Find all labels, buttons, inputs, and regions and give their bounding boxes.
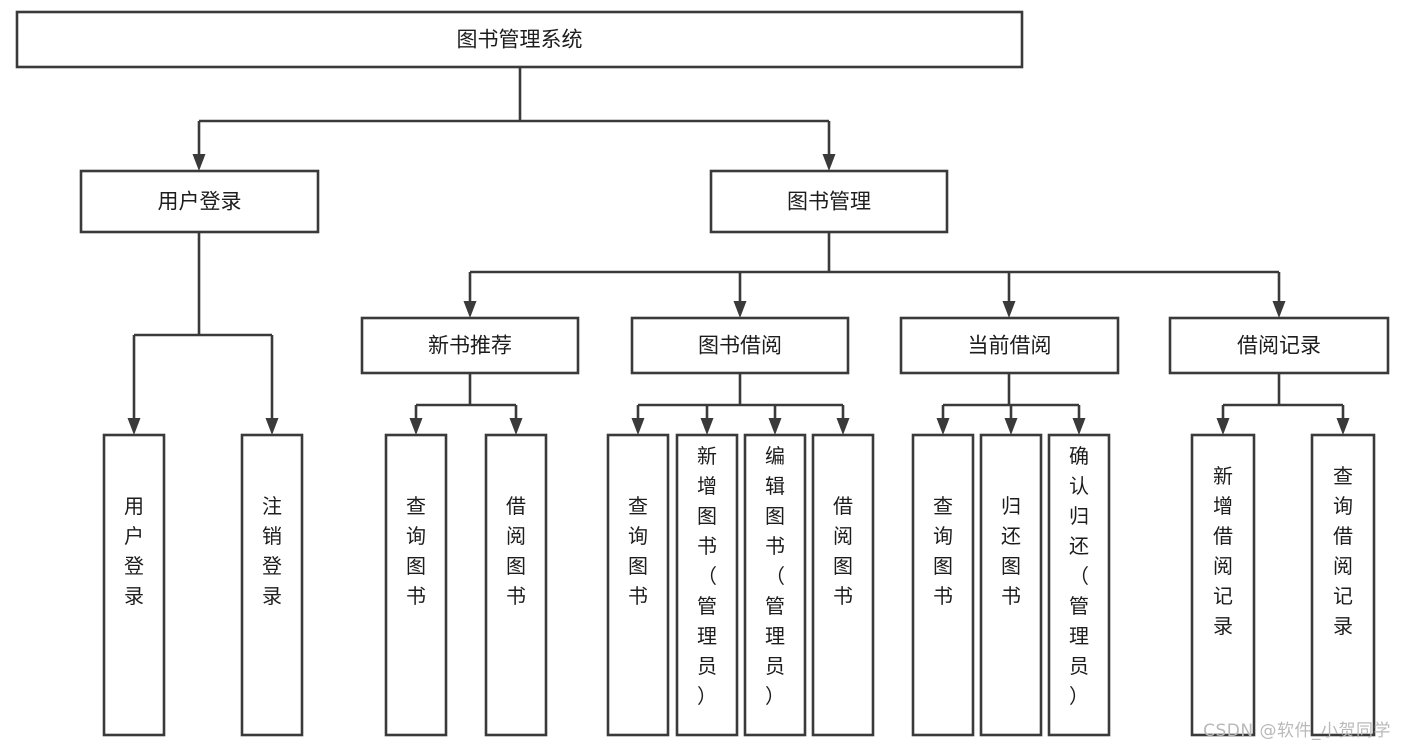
node-box[interactable] (1168, 316, 1390, 375)
level2-node-借阅记录[interactable]: 借阅记录 (1168, 316, 1390, 375)
node-label: 注销登录 (262, 494, 282, 608)
connector-arrowhead (127, 418, 141, 435)
connector-arrowhead (192, 154, 206, 171)
node-label: 借阅图书 (833, 494, 853, 608)
connector-arrowhead (509, 418, 523, 435)
leaf-node-查询图书[interactable]: 查询图书 (606, 433, 670, 737)
node-box[interactable] (979, 433, 1043, 737)
node-box[interactable] (709, 169, 949, 234)
connector-arrowhead (700, 418, 714, 435)
connector-arrowhead (936, 418, 950, 435)
connector-arrowhead (1002, 301, 1016, 318)
node-label: 用户登录 (124, 494, 144, 608)
connector-arrowhead (1272, 301, 1286, 318)
connector-current_to_leaves (936, 373, 1086, 435)
level2-node-新书推荐[interactable]: 新书推荐 (360, 316, 580, 375)
node-box[interactable] (911, 433, 975, 737)
node-box[interactable] (899, 316, 1120, 375)
node-label: 查询图书 (933, 494, 953, 608)
connector-newbook_to_leaves (409, 373, 523, 435)
connector-record_to_leaves (1216, 373, 1350, 435)
connector-user_login_to_leaves (127, 232, 279, 435)
node-box[interactable] (360, 316, 580, 375)
leaf-node-新增借阅记录[interactable]: 新增借阅记录 (1190, 433, 1256, 737)
leaf-node-借阅图书[interactable]: 借阅图书 (811, 433, 875, 737)
node-box[interactable] (79, 169, 320, 234)
leaf-node-确认归还管理员[interactable]: 确认归还（管理员） (1047, 433, 1111, 737)
node-label: 确认归还（管理员） (1069, 444, 1089, 708)
connector-arrowhead (409, 418, 423, 435)
node-label: 新书推荐 (428, 334, 512, 358)
node-box[interactable] (1190, 433, 1256, 737)
node-box[interactable] (1047, 433, 1111, 737)
node-box[interactable] (743, 433, 807, 737)
connector-arrowhead (1004, 418, 1018, 435)
node-box[interactable] (630, 316, 850, 375)
leaf-node-查询借阅记录[interactable]: 查询借阅记录 (1310, 433, 1376, 737)
leaf-node-查询图书[interactable]: 查询图书 (384, 433, 448, 737)
node-label: 图书管理系统 (457, 28, 583, 52)
connector-arrowhead (768, 418, 782, 435)
leaf-node-新增图书管理员[interactable]: 新增图书（管理员） (675, 433, 739, 737)
connector-arrowhead (631, 418, 645, 435)
level1-node-用户登录[interactable]: 用户登录 (79, 169, 320, 234)
node-label: 新增借阅记录 (1213, 464, 1233, 638)
connector-arrowhead (733, 301, 747, 318)
leaf-node-用户登录[interactable]: 用户登录 (102, 433, 166, 737)
node-label: 图书管理 (787, 190, 871, 214)
node-label: 查询图书 (406, 494, 426, 608)
connector-arrowhead (1072, 418, 1086, 435)
root-node-图书管理系统[interactable]: 图书管理系统 (15, 10, 1024, 69)
level1-node-图书管理[interactable]: 图书管理 (709, 169, 949, 234)
node-label: 编辑图书（管理员） (765, 444, 785, 708)
connector-arrowhead (836, 418, 850, 435)
connector-arrowhead (1336, 418, 1350, 435)
node-label: 新增图书（管理员） (697, 444, 717, 708)
leaf-node-查询图书[interactable]: 查询图书 (911, 433, 975, 737)
node-label: 图书借阅 (698, 334, 782, 358)
node-box[interactable] (15, 10, 1024, 69)
node-label: 用户登录 (158, 190, 242, 214)
connector-root_to_level1 (192, 67, 836, 171)
node-box[interactable] (1310, 433, 1376, 737)
leaf-node-编辑图书管理员[interactable]: 编辑图书（管理员） (743, 433, 807, 737)
watermark-credit: CSDN @软件_小贺同学 (1203, 721, 1391, 741)
node-box[interactable] (675, 433, 739, 737)
node-box[interactable] (384, 433, 448, 737)
node-box[interactable] (240, 433, 304, 737)
leaf-node-归还图书[interactable]: 归还图书 (979, 433, 1043, 737)
node-label: 查询图书 (628, 494, 648, 608)
node-label: 借阅图书 (506, 494, 526, 608)
node-box[interactable] (606, 433, 670, 737)
node-label: 查询借阅记录 (1333, 464, 1353, 638)
connector-arrowhead (1216, 418, 1230, 435)
leaf-node-借阅图书[interactable]: 借阅图书 (484, 433, 548, 737)
node-label: 借阅记录 (1237, 334, 1321, 358)
node-label: 归还图书 (1001, 494, 1021, 608)
level2-node-当前借阅[interactable]: 当前借阅 (899, 316, 1120, 375)
node-label: 当前借阅 (968, 334, 1052, 358)
node-box[interactable] (811, 433, 875, 737)
leaf-node-注销登录[interactable]: 注销登录 (240, 433, 304, 737)
level2-node-图书借阅[interactable]: 图书借阅 (630, 316, 850, 375)
connector-arrowhead (822, 154, 836, 171)
connector-book_mgmt_to_level2 (463, 232, 1286, 318)
connector-arrowhead (463, 301, 477, 318)
connector-borrow_to_leaves (631, 373, 850, 435)
connector-arrowhead (265, 418, 279, 435)
node-box[interactable] (484, 433, 548, 737)
node-box[interactable] (102, 433, 166, 737)
